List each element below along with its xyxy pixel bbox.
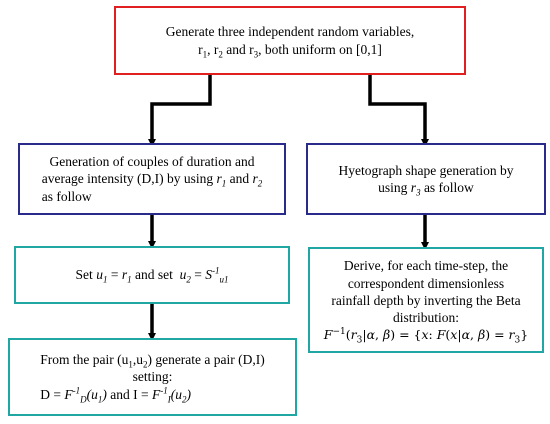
box-left1-line2: average intensity (D,I) by using r1 and … [41, 171, 263, 190]
box-hyetograph-shape: Hyetograph shape generation by using r3 … [306, 143, 546, 215]
box-generate-pair: From the pair (u1,u2) generate a pair (D… [8, 338, 297, 416]
box-left3-line2: setting: [132, 369, 173, 385]
box-right2-line4: distribution: [392, 310, 459, 326]
box-left1-line3: as follow [41, 188, 92, 204]
box-right1-line2: using r3 as follow [378, 180, 474, 198]
box-top-line2: r1, r2 and r3, both uniform on [0,1] [198, 41, 382, 60]
box-left1-line1: Generation of couples of duration and [49, 154, 255, 170]
arrow-top-to-right1 [368, 75, 429, 147]
box-derive-rainfall: Derive, for each time-step, the correspo… [308, 247, 544, 353]
box-right2-line2: correspondent dimensionless [347, 275, 505, 291]
box-right2-line3: rainfall depth by inverting the Beta [331, 293, 521, 308]
box-left3-line1: From the pair (u1,u2) generate a pair (D… [40, 352, 265, 370]
box-set-u: Set u1 = r1 and set u2 = S-1u1 [14, 246, 290, 304]
box-generate-random-variables: Generate three independent random variab… [114, 6, 466, 75]
box-generation-couples: Generation of couples of duration and av… [18, 143, 286, 215]
box-right2-line1: Derive, for each time-step, the [343, 258, 509, 274]
box-top-line1: Generate three independent random variab… [165, 24, 415, 40]
box-left2-text: Set u1 = r1 and set u2 = S-1u1 [75, 265, 229, 286]
box-left3-line3: D = F-1D(u1) and I = F-1I(u2) [40, 385, 191, 405]
box-right1-line1: Hyetograph shape generation by [338, 162, 514, 178]
arrow-top-to-left1 [148, 75, 212, 147]
box-right2-formula: F−1(r3|α, β) = {x: F(x|α, β) = r3} [323, 326, 529, 346]
